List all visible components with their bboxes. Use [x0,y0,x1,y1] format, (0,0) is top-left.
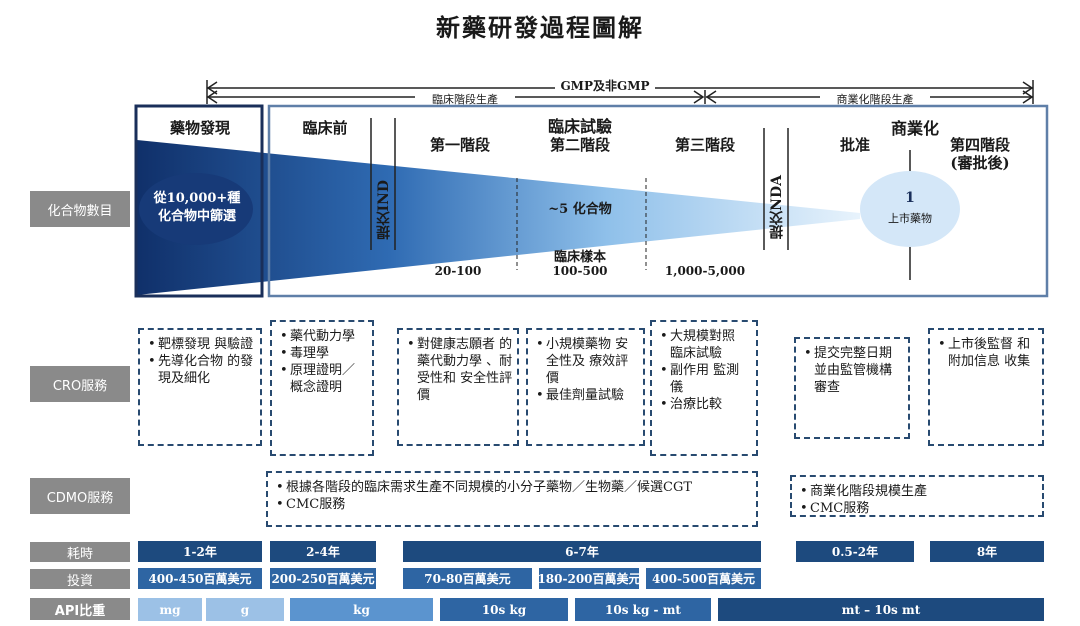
cro-box-approval: 提交完整日期 並由監管機構 審查 [794,337,910,439]
row-label-cdmo: CDMO服務 [30,478,130,514]
commercial-production-label: 商業化階段生產 [820,91,930,107]
stage-preclinical: 臨床前 [302,119,348,137]
time-bar-discovery: 1-2年 [138,541,262,562]
row-label-cro: CRO服務 [30,366,130,402]
cro-item: 上市後監督 和附加信息 收集 [938,336,1038,370]
cro-box-discovery: 靶標發現 與驗證先導化合物 的發現及細化 [138,328,262,446]
stage-phase1: 第一階段 [429,136,490,154]
cro-item: 提交完整日期 並由監管機構 審查 [804,345,904,396]
funnel-end-number: 1 [905,190,915,206]
compound-funnel [134,104,1049,298]
invest-bar-preclinical: 200-250百萬美元 [270,568,376,589]
sample-phase2: 100-500 [552,264,608,278]
funnel-mid-text: ~5 化合物 [548,202,612,217]
cro-box-phase3: 大規模對照 臨床試驗副作用 監測儀治療比較 [650,320,758,456]
funnel-end-label: 上市藥物 [888,212,932,225]
cdmo-item: 商業化階段規模生產 [800,483,1038,500]
cro-item: 原理證明／ 概念證明 [280,362,368,396]
api-bar-g: g [206,598,284,621]
invest-bar-phase1: 70-80百萬美元 [403,568,532,589]
cro-item: 先導化合物 的發現及細化 [148,353,256,387]
api-bar-kg: kg [290,598,433,621]
row-label-api: API比重 [30,598,130,620]
time-bar-preclinical: 2-4年 [270,541,376,562]
cdmo-box-clinical: 根據各階段的臨床需求生產不同規模的小分子藥物／生物藥／候選CGTCMC服務 [266,471,758,527]
cro-item: 最佳劑量試驗 [536,387,639,404]
cro-item: 毒理學 [280,345,368,362]
cro-box-phase4: 上市後監督 和附加信息 收集 [928,328,1044,446]
cro-box-preclinical: 藥代動力學毒理學原理證明／ 概念證明 [270,320,374,456]
cro-item: 對健康志願者 的藥代動力學 、耐受性和 安全性評價 [407,336,513,404]
time-bar-approval: 0.5-2年 [796,541,914,562]
invest-bar-phase3: 400-500百萬美元 [646,568,761,589]
cdmo-item: 根據各階段的臨床需求生產不同規模的小分子藥物／生物藥／候選CGT [276,479,752,496]
api-bar-10s-kg: 10s kg [440,598,568,621]
cro-item: 治療比較 [660,396,752,413]
stage-phase3: 第三階段 [674,136,735,154]
cro-item: 大規模對照 臨床試驗 [660,328,752,362]
stage-phase2: 第二階段 [549,136,610,154]
row-label-time: 耗時 [30,542,130,562]
cdmo-item: CMC服務 [800,500,1038,517]
sample-phase3: 1,000-5,000 [664,264,746,278]
sample-phase1: 20-100 [434,264,482,278]
cdmo-item: CMC服務 [276,496,752,513]
time-bar-phase4: 8年 [930,541,1044,562]
stage-clinical: 臨床試驗 [547,117,612,136]
row-label-invest: 投資 [30,569,130,589]
cdmo-box-commercial: 商業化階段規模生產CMC服務 [790,475,1044,517]
clinical-production-label: 臨床階段生產 [415,91,515,107]
stage-discovery: 藥物發現 [169,119,230,137]
cro-box-phase1: 對健康志願者 的藥代動力學 、耐受性和 安全性評價 [397,328,519,446]
clinical-sample-label: 臨床樣本 [553,250,606,265]
cro-item: 小規模藥物 安全性及 療效評價 [536,336,639,387]
row-label-compounds: 化合物數目 [30,191,130,227]
api-bar-mt-10s-mt: mt – 10s mt [718,598,1044,621]
ind-submission-label: 提交IND [376,180,392,240]
api-bar-10s-kg-mt: 10s kg - mt [575,598,711,621]
stage-approval: 批准 [839,136,870,154]
cro-item: 靶標發現 與驗證 [148,336,256,353]
invest-bar-discovery: 400-450百萬美元 [138,568,262,589]
funnel-start-text: 從10,000+種 化合物中篩選 [153,191,241,224]
cro-item: 副作用 監測儀 [660,362,752,396]
time-bar-clinical: 6-7年 [403,541,761,562]
stage-phase4: 第四階段 [949,136,1010,154]
cro-item: 藥代動力學 [280,328,368,345]
stage-phase4-sub: (審批後) [950,154,1010,172]
page-title: 新藥研發過程圖解 [436,13,644,42]
stage-commercial: 商業化 [890,119,939,138]
invest-bar-phase2: 180-200百萬美元 [537,568,641,589]
nda-submission-label: 提交NDA [769,175,785,239]
cro-box-phase2: 小規模藥物 安全性及 療效評價最佳劑量試驗 [526,328,645,446]
api-bar-mg: mg [138,598,202,621]
gmp-label: GMP及非GMP [555,77,655,94]
